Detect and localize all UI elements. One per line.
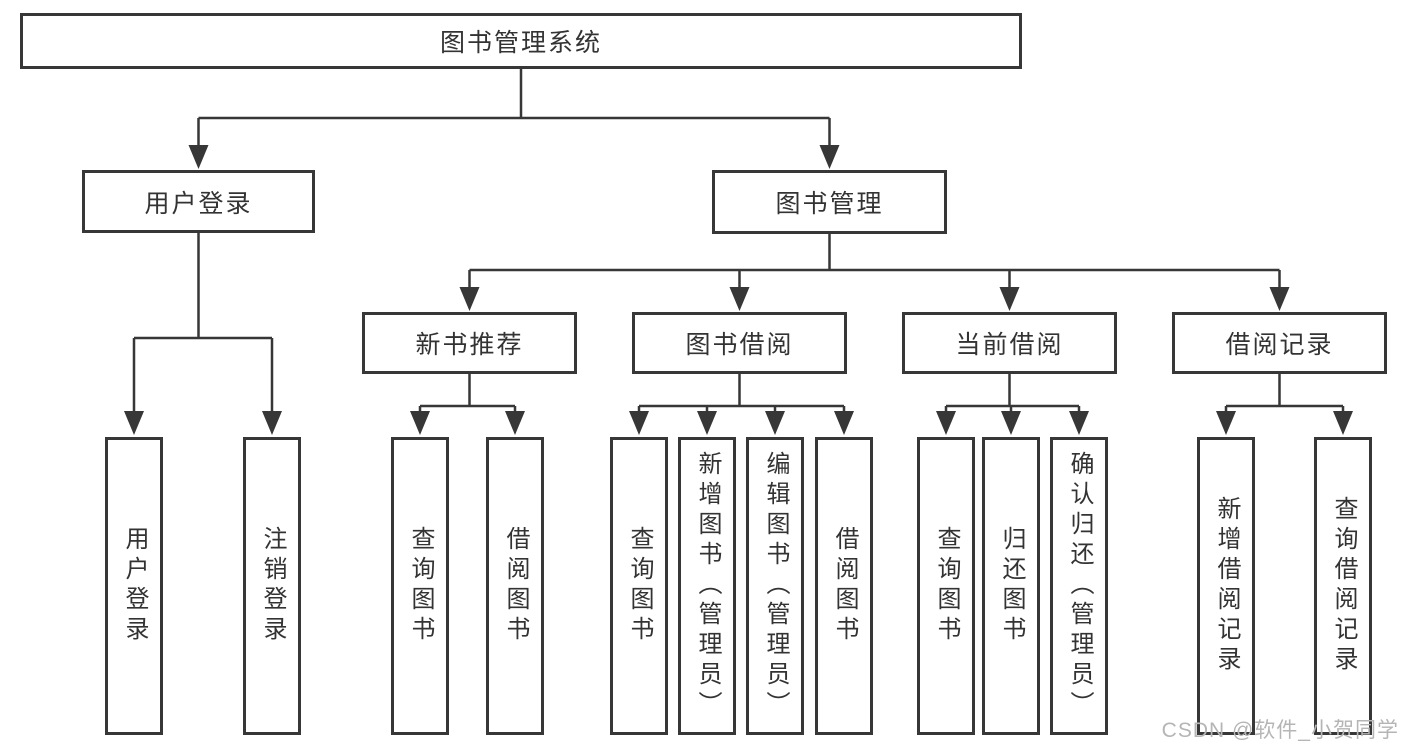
leaf-label: 借阅图书 [831, 526, 858, 646]
leaf-label: 新增图书（管理员） [694, 451, 721, 721]
leaf-label: 查询图书 [407, 526, 434, 646]
node-book-management: 图书管理 [712, 170, 947, 234]
node-leaf-borrow-books: 借阅图书 [815, 437, 873, 735]
leaf-label: 新增借阅记录 [1213, 496, 1240, 676]
node-book-borrow: 图书借阅 [632, 312, 847, 374]
node-leaf-query-borrow-record: 查询借阅记录 [1314, 437, 1372, 735]
node-leaf-edit-books-admin: 编辑图书（管理员） [746, 437, 804, 735]
csdn-watermark: CSDN @软件_小贺同学 [1161, 719, 1399, 742]
node-leaf-query-books-borrow: 查询图书 [610, 437, 668, 735]
leaf-label: 查询借阅记录 [1330, 496, 1357, 676]
leaf-label: 查询图书 [626, 526, 653, 646]
leaf-label: 用户登录 [121, 526, 148, 646]
node-library-system: 图书管理系统 [20, 13, 1022, 69]
node-leaf-query-books-recommend: 查询图书 [391, 437, 449, 735]
node-leaf-add-books-admin: 新增图书（管理员） [678, 437, 736, 735]
node-leaf-logout: 注销登录 [243, 437, 301, 735]
node-leaf-return-books: 归还图书 [982, 437, 1040, 735]
node-leaf-query-books-current: 查询图书 [917, 437, 975, 735]
node-new-book-recommend: 新书推荐 [362, 312, 577, 374]
node-leaf-add-borrow-record: 新增借阅记录 [1197, 437, 1255, 735]
node-leaf-borrow-books-recommend: 借阅图书 [486, 437, 544, 735]
leaf-label: 注销登录 [259, 526, 286, 646]
node-leaf-confirm-return-admin: 确认归还（管理员） [1050, 437, 1108, 735]
leaf-label: 查询图书 [933, 526, 960, 646]
node-leaf-user-login: 用户登录 [105, 437, 163, 735]
node-current-borrow: 当前借阅 [902, 312, 1117, 374]
leaf-label: 借阅图书 [502, 526, 529, 646]
leaf-label: 归还图书 [998, 526, 1025, 646]
leaf-label: 确认归还（管理员） [1066, 451, 1093, 721]
node-borrow-records: 借阅记录 [1172, 312, 1387, 374]
node-user-login: 用户登录 [82, 170, 315, 233]
leaf-label: 编辑图书（管理员） [762, 451, 789, 721]
